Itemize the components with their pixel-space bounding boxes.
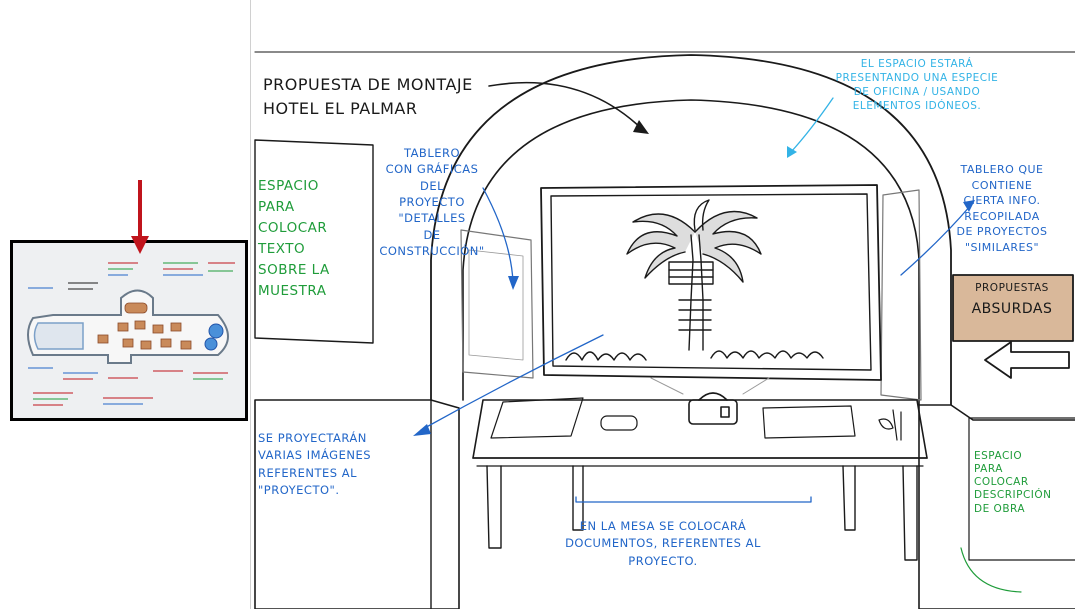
label-tablero-graficas: TABLERO CON GRÁFICAS DEL PROYECTO "DETAL… xyxy=(379,146,485,258)
red-down-arrow-icon xyxy=(131,180,149,254)
label-espacio-texto: ESPACIO PARA COLOCAR TEXTO SOBRE LA MUES… xyxy=(258,178,330,299)
sketch-panel xyxy=(250,0,1075,610)
label-espacio-oficina: EL ESPACIO ESTARÁ PRESENTANDO UNA ESPECI… xyxy=(835,58,999,112)
sign-text-top: PROPUESTAS xyxy=(975,282,1049,294)
label-mesa: EN LA MESA SE COLOCARÁ DOCUMENTOS, REFER… xyxy=(565,519,761,568)
left-arrow-icon xyxy=(984,341,1070,379)
label-proyectaran: SE PROYECTARÁN VARIAS IMÁGENES REFERENTE… xyxy=(258,431,372,497)
sign-background xyxy=(952,274,1074,342)
floor-plan-thumbnail xyxy=(10,240,248,421)
projector-icon xyxy=(650,377,770,425)
label-tablero-info: TABLERO QUE CONTIENE CIERTA INFO. RECOPI… xyxy=(956,163,1048,255)
sign-text-bottom: ABSURDAS xyxy=(971,301,1053,317)
title-line2: HOTEL EL PALMAR xyxy=(263,99,418,118)
floor-plan-drawing xyxy=(27,262,235,406)
label-descripcion: ESPACIO PARA COLOCAR DESCRIPCIÓN DE OBRA xyxy=(974,450,1052,515)
title-line1: PROPUESTA DE MONTAJE xyxy=(263,75,473,94)
palm-treehouse-icon xyxy=(626,199,762,351)
sketch-drawing xyxy=(254,51,1075,610)
